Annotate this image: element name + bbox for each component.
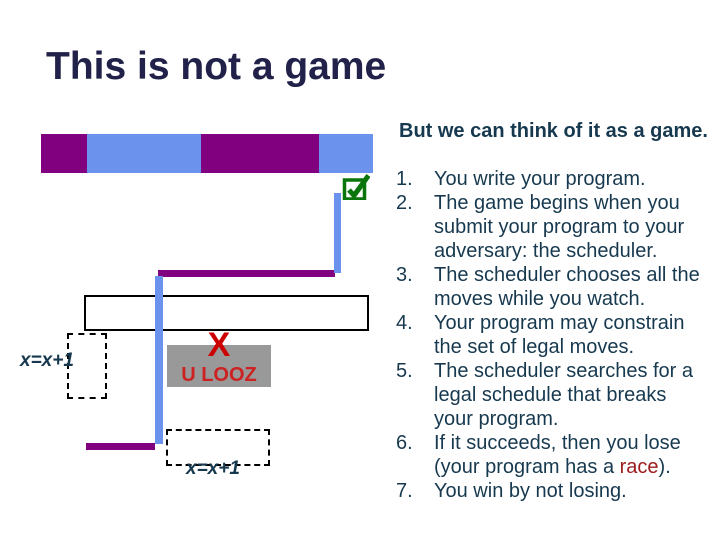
step-line: You write your program. [434, 168, 646, 190]
step-line: The scheduler chooses all the [434, 264, 700, 286]
step-line: The scheduler searches for a [434, 360, 694, 382]
slide-subtitle: But we can think of it as a game. [399, 120, 708, 142]
step-number: 3. [396, 264, 413, 286]
step-line: moves while you watch. [434, 288, 646, 310]
step-line: Your program may constrain [434, 312, 685, 334]
schedule-segment-blue [87, 134, 201, 173]
step-number: 2. [396, 192, 413, 214]
step-line: your program. [434, 408, 559, 430]
step-line-text: (your program has a [434, 456, 620, 478]
step-line: The game begins when you [434, 192, 680, 214]
game-steps-list: 1. You write your program. 2. The game begi… [396, 167, 716, 503]
game-step-7: 7. You win by not losing. [396, 479, 716, 503]
step-line-text: ). [658, 456, 671, 478]
step-line: adversary: the scheduler. [434, 240, 658, 262]
step-number: 4. [396, 312, 413, 334]
step-number: 7. [396, 480, 413, 502]
step-line: (your program has a race). [434, 455, 716, 479]
purple-connector-horizontal-bottom [86, 443, 155, 450]
step-line: If it succeeds, then you lose [434, 432, 681, 454]
race-word: race [619, 456, 659, 478]
schedule-segment-blue [319, 134, 373, 173]
step-line: submit your program to your [434, 216, 685, 238]
checked-checkbox-icon [342, 174, 370, 200]
step-number: 5. [396, 360, 413, 382]
fail-x-mark: X [207, 326, 231, 364]
dashed-box-horizontal [166, 429, 270, 466]
blue-connector-vertical-main [155, 276, 163, 444]
dashed-box-vertical [67, 333, 107, 399]
step-line: legal schedule that breaks [434, 384, 667, 406]
program-box-solid [84, 295, 369, 331]
step-line: You win by not losing. [434, 480, 627, 502]
lose-text: U LOOZ [181, 364, 257, 386]
step-number: 6. [396, 432, 413, 454]
step-line: the set of legal moves. [434, 336, 635, 358]
purple-connector-horizontal-top [158, 270, 335, 277]
game-step-6: 6. If it succeeds, then you lose(your pro… [396, 431, 716, 479]
step-number: 1. [396, 168, 413, 190]
schedule-segment-purple [201, 134, 319, 173]
blue-connector-vertical-top [334, 193, 341, 273]
schedule-bar [41, 134, 373, 173]
lose-box [167, 345, 271, 387]
code-label-left: x=x+1 [20, 350, 74, 371]
schedule-segment-purple [41, 134, 87, 173]
game-step-1: 1. You write your program. [396, 167, 716, 191]
code-label-bottom: x=x+1 [186, 458, 240, 479]
slide-title: This is not a game [46, 45, 387, 88]
